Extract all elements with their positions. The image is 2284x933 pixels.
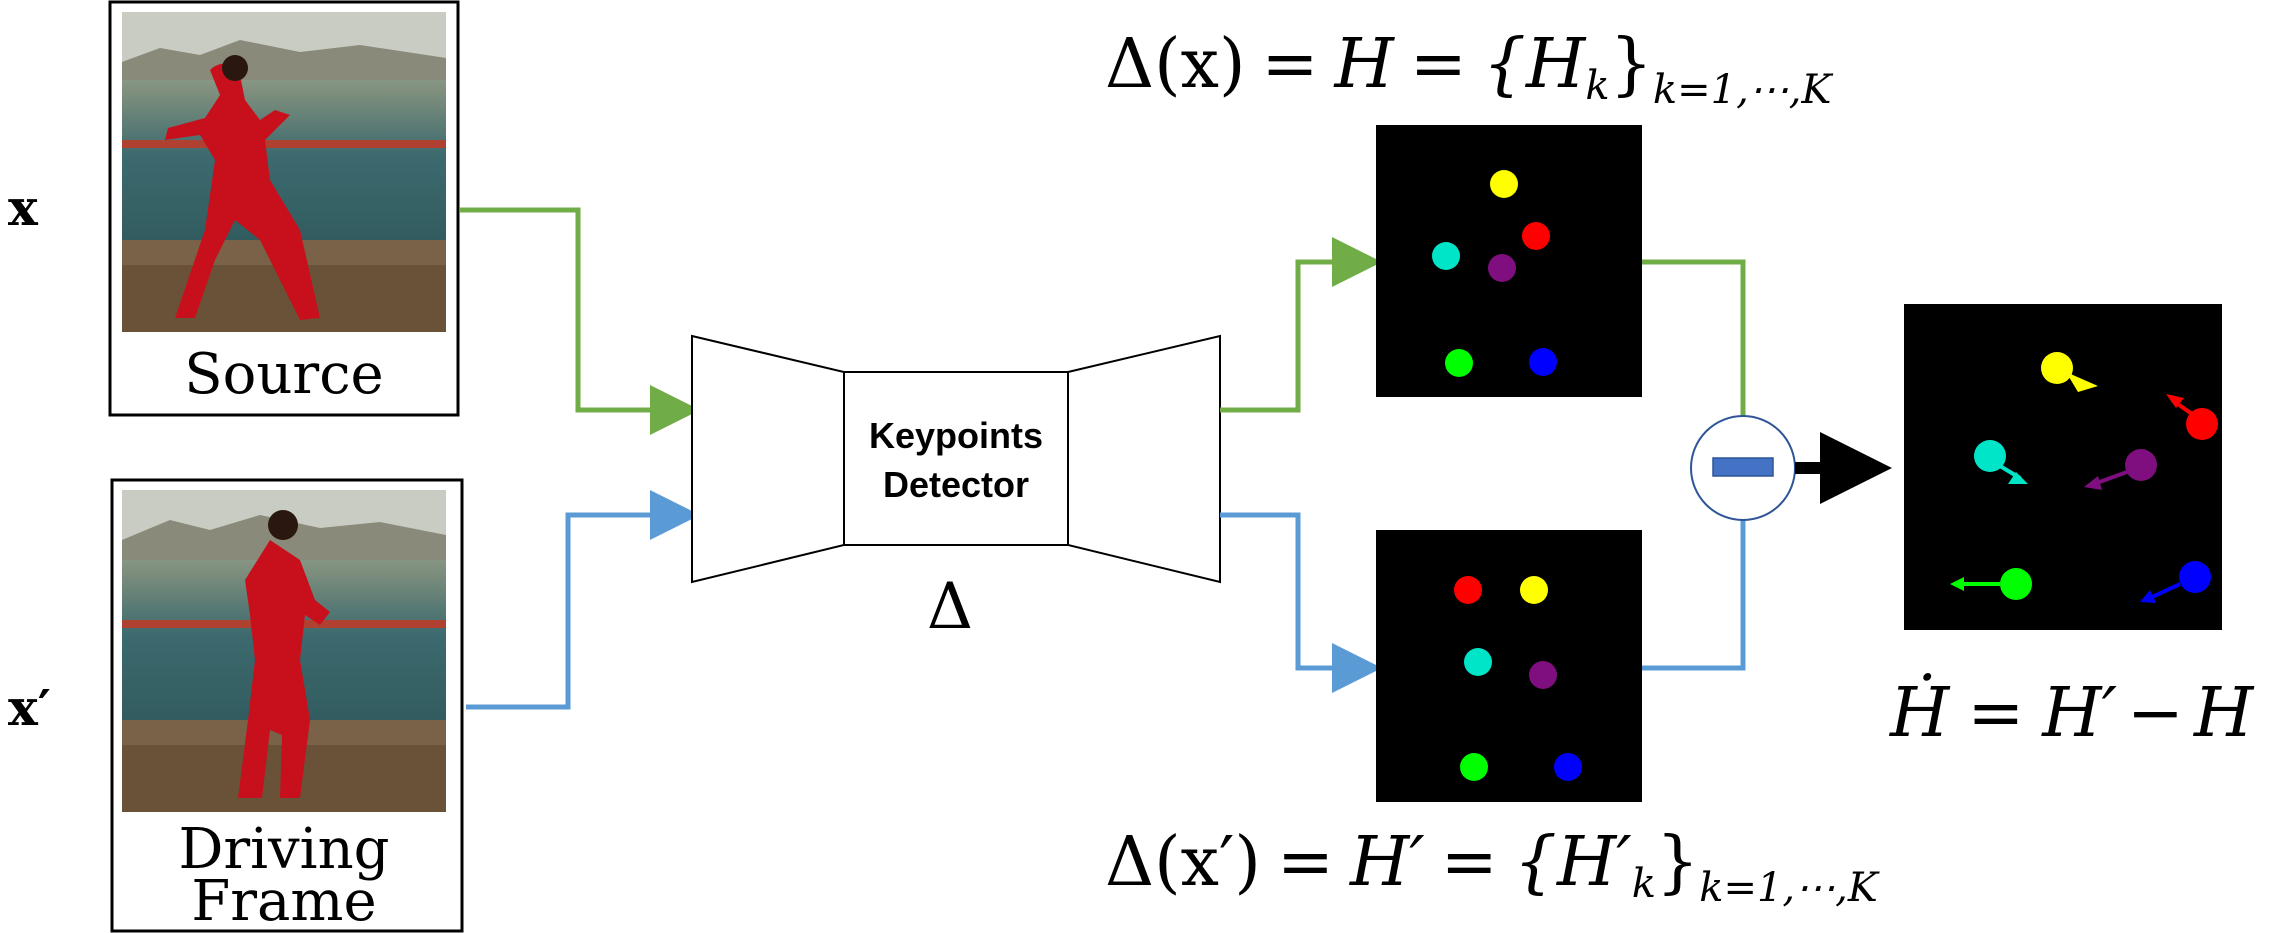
keypoint-displacement-map bbox=[1904, 304, 2222, 630]
keypoint-blue bbox=[1529, 348, 1557, 376]
keypoint-blue bbox=[1554, 753, 1582, 781]
keypoint-yellow bbox=[1490, 170, 1518, 198]
keypoint-cyan bbox=[1432, 242, 1460, 270]
displacement-blue bbox=[2140, 561, 2211, 603]
displacement-yellow bbox=[2041, 352, 2098, 392]
keypoints-detector: Keypoints Detector Δ bbox=[691, 334, 1221, 644]
source-to-detector-arrow bbox=[460, 207, 700, 435]
displacement-cyan bbox=[1974, 440, 2028, 484]
driving-input: x′ Driving Frame bbox=[8, 478, 464, 933]
driving-heatmap-equation: Δ(x′)=H′={H′k}k=1,⋯,K bbox=[1105, 823, 1880, 911]
displacement-panel bbox=[1904, 304, 2222, 630]
driving-equation: Δ(x′)=H′={H′k}k=1,⋯,K bbox=[1105, 823, 1880, 911]
minus-icon bbox=[1712, 457, 1774, 477]
keypoint-green bbox=[1460, 753, 1488, 781]
source-heatmap-to-operator-line bbox=[1642, 259, 1746, 420]
driving-to-detector-arrow bbox=[466, 490, 700, 710]
displacement-green bbox=[1950, 568, 2032, 600]
keypoint-green bbox=[1445, 349, 1473, 377]
displacement-formula: Ḣ=H′−H bbox=[1888, 674, 2255, 753]
detector-symbol: Δ bbox=[927, 570, 973, 644]
displacement-red bbox=[2166, 394, 2218, 440]
encoder-trapezoid bbox=[691, 334, 845, 584]
source-input: x Source bbox=[8, 0, 460, 417]
difference-operator bbox=[1690, 415, 1796, 521]
driving-variable: x′ bbox=[8, 678, 51, 737]
keypoint-red bbox=[1522, 222, 1550, 250]
keypoint-red bbox=[1454, 576, 1482, 604]
driving-heatmap-to-operator-line bbox=[1642, 518, 1746, 671]
keypoint-purple bbox=[1529, 661, 1557, 689]
driving-heatmap-panel bbox=[1376, 530, 1642, 802]
source-caption: Source bbox=[184, 342, 383, 407]
source-heatmap bbox=[1376, 125, 1642, 397]
keypoint-purple bbox=[1488, 254, 1516, 282]
driving-caption-line1: Driving bbox=[178, 817, 389, 882]
displacement-purple bbox=[2084, 449, 2157, 490]
detector-label-line1: Keypoints bbox=[869, 415, 1043, 456]
detector-label-line2: Detector bbox=[883, 464, 1029, 505]
keypoint-yellow bbox=[1520, 576, 1548, 604]
detector-to-driving-heatmap-arrow bbox=[1220, 512, 1382, 693]
displacement-equation: Ḣ=H′−H bbox=[1888, 674, 2255, 753]
driving-photo bbox=[122, 490, 446, 812]
source-heatmap-equation: Δ(x)=H={Hk}k=1,⋯,K bbox=[1105, 25, 1834, 113]
detector-core bbox=[843, 371, 1069, 546]
source-equation: Δ(x)=H={Hk}k=1,⋯,K bbox=[1105, 25, 1834, 113]
driving-heatmap bbox=[1376, 530, 1642, 802]
source-variable: x bbox=[8, 178, 39, 237]
keypoint-cyan bbox=[1464, 648, 1492, 676]
source-photo bbox=[122, 12, 446, 332]
driving-caption-line2: Frame bbox=[191, 869, 376, 933]
decoder-trapezoid bbox=[1067, 334, 1221, 584]
detector-to-source-heatmap-arrow bbox=[1220, 237, 1382, 413]
